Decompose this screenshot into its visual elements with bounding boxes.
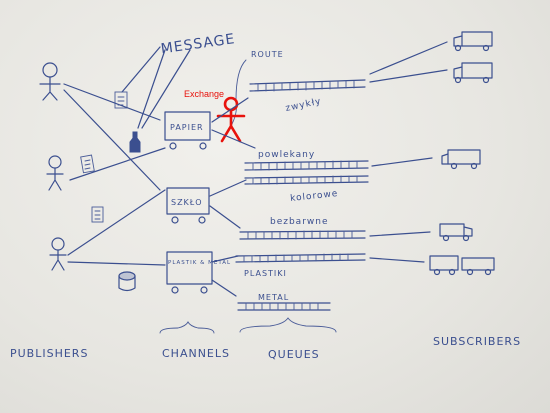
channel-szklo: SZKŁO — [166, 187, 210, 224]
route-pointer — [231, 59, 247, 125]
publisher-arrow — [69, 147, 166, 181]
exchange-label: Exchange — [184, 89, 224, 99]
stick-figure-icon — [39, 62, 61, 101]
queue-bezbarwne: bezbarwne — [239, 217, 366, 240]
message-arrow-1 — [121, 46, 161, 93]
route-arrow — [211, 129, 256, 149]
route-arrow — [209, 205, 241, 229]
truck-icon — [453, 62, 493, 84]
document-icon — [80, 154, 95, 174]
queue-zwykly: zwykły — [249, 79, 366, 114]
queue-label: bezbarwne — [270, 217, 329, 227]
route-arrow — [211, 255, 239, 263]
bottle-icon — [129, 131, 141, 153]
queue-label: zwykły — [285, 97, 323, 114]
channels-label: CHANNELS — [162, 347, 230, 360]
queue-label: METAL — [258, 293, 289, 302]
truck-icon — [441, 149, 481, 170]
subscriber-arrow — [369, 231, 431, 237]
queue-plastiki: PLASTIKI — [235, 253, 366, 278]
stick-figure-icon — [46, 155, 64, 191]
message-arrow-3 — [141, 49, 191, 129]
queues-label: QUEUES — [268, 348, 320, 361]
queue-label: powlekany — [258, 150, 315, 160]
queue-label: kolorowe — [290, 189, 339, 204]
queue-powlekany: powlekany — [244, 150, 369, 171]
channel-papier: PAPIER — [164, 111, 211, 150]
stick-figure-icon — [49, 237, 67, 271]
document-icon — [91, 206, 104, 223]
message-arrow-2 — [137, 49, 166, 129]
truck-icon — [429, 255, 495, 276]
channel-label: PAPIER — [170, 123, 204, 132]
queue-metal: METAL — [237, 293, 331, 311]
truck-icon — [453, 31, 493, 52]
channel-label: SZKŁO — [171, 198, 203, 207]
queue-label: PLASTIKI — [244, 269, 287, 278]
publishers-label: PUBLISHERS — [10, 347, 88, 360]
publisher-arrow — [63, 89, 161, 191]
route-arrow — [209, 179, 247, 197]
channel-label: PLASTIK & METAL — [168, 260, 231, 266]
subscribers-label: SUBSCRIBERS — [433, 335, 521, 348]
queue-kolorowe: kolorowe — [244, 175, 369, 204]
truck-icon — [439, 223, 473, 242]
message-label: MESSAGE — [160, 31, 236, 57]
route-arrow — [211, 97, 249, 123]
subscriber-arrow — [369, 41, 448, 75]
brace — [239, 317, 337, 333]
publisher-arrow — [63, 83, 161, 121]
subscriber-arrow — [371, 157, 433, 167]
route-arrow — [211, 279, 237, 297]
subscriber-arrow — [369, 69, 448, 83]
channel-plastik-metal: PLASTIK & METAL — [166, 251, 231, 294]
subscriber-arrow — [369, 257, 425, 263]
can-icon — [118, 271, 136, 292]
publisher-arrow — [67, 189, 166, 256]
publisher-arrow — [67, 261, 166, 266]
route-label: ROUTE — [251, 50, 284, 59]
brace — [159, 320, 215, 334]
